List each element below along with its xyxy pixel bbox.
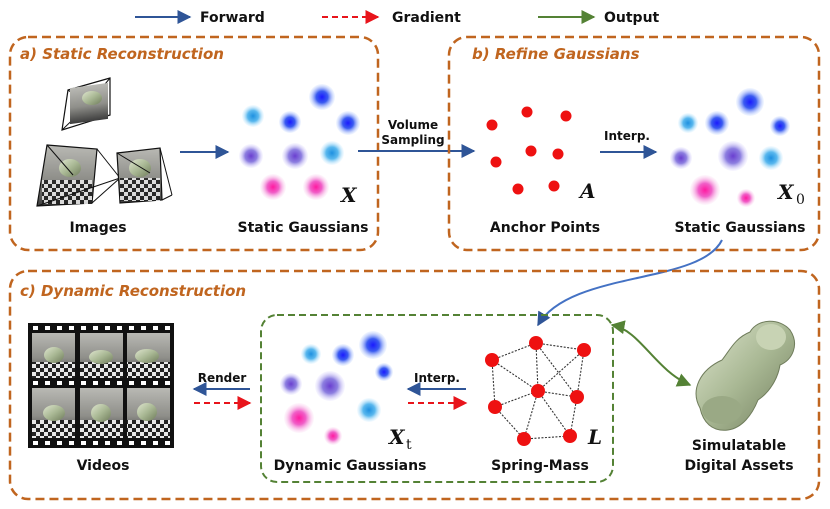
interp-label-b: Interp. [604,129,650,143]
videos-label: Videos [77,458,130,474]
camera-frustum-icon [36,144,121,207]
dynamic-gaussians-cluster [280,331,393,445]
dynamic-model-box [260,314,614,483]
static-gaussians-symbol: X [339,183,358,207]
panel-a-border [8,35,380,252]
volume-sampling-label-line1: Volume [388,118,438,132]
chess-pawn-icon [695,320,795,431]
refined-gaussians-cluster [670,88,790,207]
refined-gaussians-symbol: X [776,180,795,204]
panel-c-border [8,269,821,501]
panel-refine-gaussians: b) Refine Gaussians A Anchor Points Inte… [447,35,821,252]
asset-label-line1: Simulatable [692,438,786,454]
volume-sampling-label-line2: Sampling [381,133,444,147]
static-gaussians-cluster [239,84,360,200]
static-gaussians-label: Static Gaussians [237,220,368,236]
legend-forward-label: Forward [200,10,265,26]
camera-frustum-icon [116,147,173,204]
legend-output-label: Output [604,10,660,26]
panel-b-title: b) Refine Gaussians [472,45,640,63]
refined-gaussians-label: Static Gaussians [674,220,805,236]
camera-frustum-icon [61,77,111,131]
anchor-points-label: Anchor Points [490,220,600,236]
panel-c-title: c) Dynamic Reconstruction [20,282,246,300]
asset-label-line2: Digital Assets [684,458,793,474]
render-label: Render [198,371,247,385]
output-arrow-to-asset [610,320,692,387]
dynamic-gaussians-symbol-sub: t [406,437,412,453]
interp-label-c: Interp. [414,371,460,385]
panel-dynamic-reconstruction: c) Dynamic Reconstruction [8,269,821,501]
panel-b-border [447,35,821,252]
panel-static-reconstruction: a) Static Reconstruction Im [8,35,380,252]
anchor-points-cluster [486,106,572,195]
legend: Forward Gradient Output [135,10,660,26]
panel-a-title: a) Static Reconstruction [20,45,224,63]
dynamic-gaussians-symbol: X [387,425,406,449]
spring-mass-label: Spring-Mass [491,458,589,474]
spring-mass-symbol: L [587,425,602,449]
forward-arrow-refine-to-spring [537,239,723,327]
anchor-symbol: A [578,179,596,203]
dynamic-gaussians-label: Dynamic Gaussians [274,458,427,474]
film-strip-icon [28,323,174,448]
images-label: Images [69,220,126,236]
refined-gaussians-symbol-sub: 0 [796,192,805,208]
spring-mass-system [485,336,591,446]
legend-gradient-label: Gradient [392,10,461,26]
